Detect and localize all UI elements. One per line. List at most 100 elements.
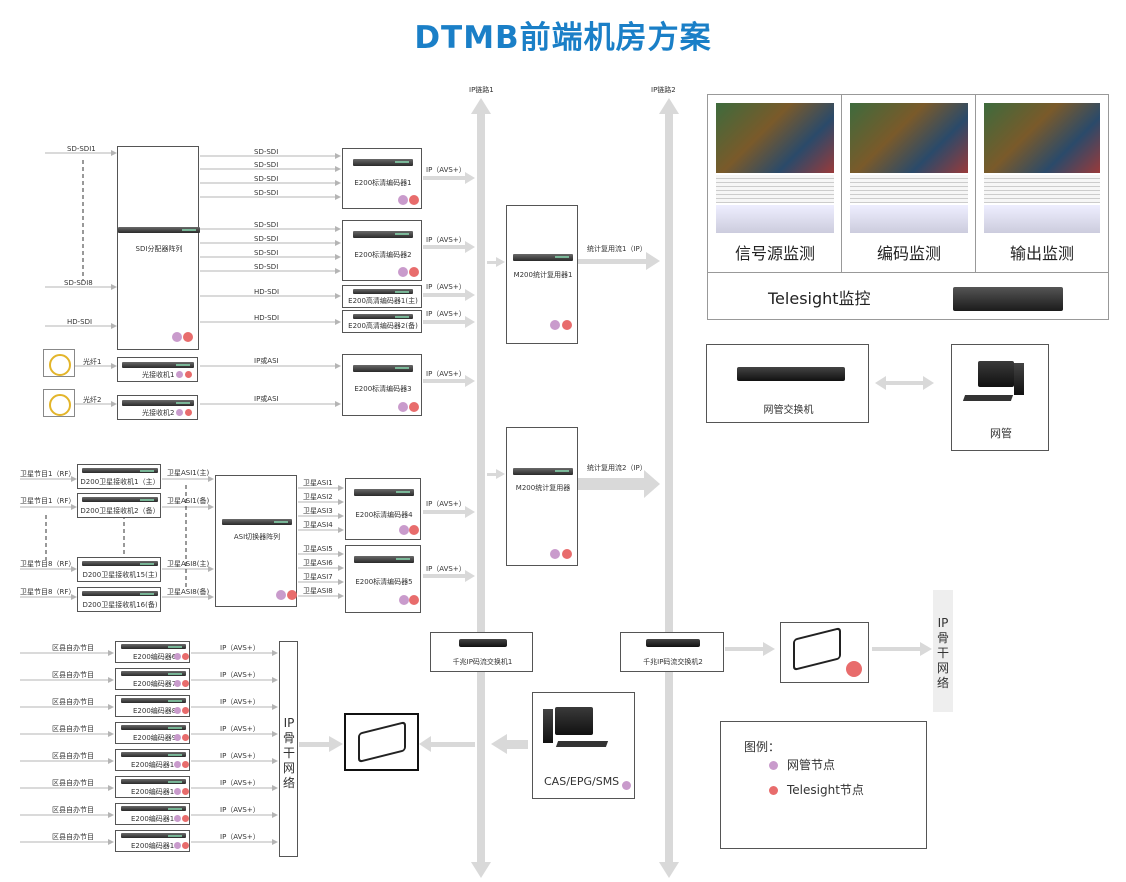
nm-node-dot: [398, 267, 408, 277]
optical-receiver-2-label: 光接收机2: [142, 409, 175, 417]
encoder-sd2[interactable]: E200标清编码器2: [342, 220, 422, 281]
nm-node-dot: [398, 402, 408, 412]
receiver-device-icon: [82, 591, 158, 596]
encoder-device-icon: [121, 698, 186, 703]
county-encoder-12[interactable]: E200编码器12: [115, 803, 190, 825]
computer-tower-icon: [543, 709, 553, 743]
county-encoder-10[interactable]: E200编码器10: [115, 749, 190, 771]
encoder-device-icon: [121, 779, 186, 784]
telesight-node-dot: [182, 842, 189, 849]
input-device[interactable]: [344, 713, 419, 771]
nm-station[interactable]: 网管: [951, 344, 1049, 451]
nm-node-dot: [174, 734, 181, 741]
telesight-node-dot: [182, 707, 189, 714]
county-encoder-13[interactable]: E200编码器13: [115, 830, 190, 852]
sat-asi1-backup-label: 卫星ASI1(备): [167, 497, 210, 505]
telesight-node-dot: [409, 195, 419, 205]
computer-tower-icon: [1014, 363, 1024, 395]
fiber-coil-icon: [49, 394, 71, 416]
cas-epg-sms[interactable]: CAS/EPG/SMS: [532, 692, 635, 799]
sdi-splitter-label: SDI分配器阵列: [135, 245, 183, 253]
legend-title: 图例：: [744, 740, 781, 754]
fiber2-label: 光纤2: [83, 396, 102, 404]
encoder-to-ip-arrows: [299, 172, 934, 754]
encoder-hd-main[interactable]: E200高清编码器1(主): [342, 285, 422, 308]
encode-monitor-panel[interactable]: 编码监测: [842, 95, 976, 273]
encoder-hd-main-label: E200高清编码器1(主): [348, 297, 418, 305]
telesight-node-dot: [182, 653, 189, 660]
ip-backbone-left[interactable]: IP骨干网络: [279, 641, 298, 857]
encoder-device-icon: [121, 644, 186, 649]
county-encoder-11[interactable]: E200编码器11: [115, 776, 190, 798]
ip-link1-label: IP链路1: [469, 86, 494, 94]
nm-node-dot: [398, 195, 408, 205]
ip-avs-label: IP（AVS+）: [220, 752, 260, 760]
nm-label: 网管: [990, 427, 1012, 440]
output-device[interactable]: [780, 622, 869, 683]
sdi-splitter-array[interactable]: SDI分配器阵列: [117, 146, 200, 350]
sat-asi1-main-label: 卫星ASI1(主): [167, 469, 210, 477]
gbe-switch-1-label: 千兆IP码流交换机1: [452, 658, 513, 666]
county-encoder-6[interactable]: E200编码器6: [115, 641, 190, 663]
telesight-node-dot: [183, 332, 193, 342]
county-encoder-label: E200编码器8: [133, 707, 177, 715]
stat-mux-1-label: M200统计复用器1: [513, 271, 573, 279]
nm-node-dot: [174, 842, 181, 849]
nm-node-dot: [174, 653, 181, 660]
bar-chart-thumbnail: [850, 205, 968, 233]
optical-receiver-1[interactable]: 光接收机1: [117, 357, 198, 382]
county-encoder-label: E200编码器11: [131, 788, 179, 796]
spreadsheet-thumbnail: [984, 175, 1100, 203]
telesight-label: Telesight监控: [768, 289, 871, 308]
sat-receiver-2-backup[interactable]: D200卫星接收机2（备）: [77, 493, 161, 518]
computer-monitor-icon: [555, 707, 593, 735]
encoder-sd5[interactable]: E200标清编码器5: [345, 545, 421, 613]
sd-sdi-link-label: SD-SDI: [254, 148, 279, 156]
ip-backbone-right-label: IP骨干网络: [936, 616, 949, 690]
splitter-device-icon: [118, 227, 200, 233]
telesight-node-dot: [409, 267, 419, 277]
telesight-node-dot: [409, 525, 419, 535]
county-label: 区县自办节目: [52, 725, 94, 733]
source-monitor-panel[interactable]: 信号源监测: [708, 95, 842, 273]
sat-receiver-1-main[interactable]: D200卫星接收机1（主）: [77, 464, 161, 489]
encoder-sd4[interactable]: E200标清编码器4: [345, 478, 421, 540]
sd-sdi-link-label: SD-SDI: [254, 235, 279, 243]
optical-receiver-2[interactable]: 光接收机2: [117, 395, 198, 420]
county-encoder-8[interactable]: E200编码器8: [115, 695, 190, 717]
asi-switch-array[interactable]: ASI切换器阵列: [215, 475, 297, 607]
county-label: 区县自办节目: [52, 752, 94, 760]
sat-receiver-16-backup[interactable]: D200卫星接收机16(备): [77, 587, 161, 612]
encoder-sd5-label: E200标清编码器5: [355, 578, 413, 586]
encoder-sd3-label: E200标清编码器3: [354, 385, 412, 393]
stat-mux-1[interactable]: M200统计复用器1: [506, 205, 578, 344]
ip-avs-label: IP（AVS+）: [426, 370, 466, 378]
county-encoder-9[interactable]: E200编码器9: [115, 722, 190, 744]
nm-switch[interactable]: 网管交换机: [706, 344, 869, 423]
telesight-node-dot: [846, 661, 862, 677]
legend-nm-label: 网管节点: [787, 758, 836, 772]
monitoring-panel: 信号源监测 编码监测 输出监测 Telesight监控: [707, 94, 1109, 320]
encoder-hd-backup[interactable]: E200高清编码器2(备): [342, 310, 422, 333]
telesight-node-dot: [562, 549, 572, 559]
sat-receiver-15-main[interactable]: D200卫星接收机15(主): [77, 557, 161, 582]
ip-avs-label: IP（AVS+）: [426, 500, 466, 508]
gbe-switch-1[interactable]: 千兆IP码流交换机1: [430, 632, 533, 672]
encoder-sd4-label: E200标清编码器4: [355, 511, 413, 519]
sat-asi8-backup-label: 卫星ASI8(备): [167, 588, 210, 596]
output-monitor-panel[interactable]: 输出监测: [976, 95, 1108, 273]
encoder-sd1[interactable]: E200标清编码器1: [342, 148, 422, 209]
gbe-switch-2[interactable]: 千兆IP码流交换机2: [620, 632, 724, 672]
encoder-sd2-label: E200标清编码器2: [354, 251, 412, 259]
ip-avs-label: IP（AVS+）: [220, 779, 260, 787]
county-encoder-7[interactable]: E200编码器7: [115, 668, 190, 690]
sat-asi-label: 卫星ASI8: [303, 587, 333, 595]
stat-mux-2[interactable]: M200统计复用器: [506, 427, 578, 566]
sat-asi-label: 卫星ASI7: [303, 573, 333, 581]
telesight-node-dot: [182, 815, 189, 822]
nm-node-dot: [174, 788, 181, 795]
telesight-node-dot: [409, 595, 419, 605]
county-label: 区县自办节目: [52, 644, 94, 652]
encoder-device-icon: [121, 671, 186, 676]
encoder-sd3[interactable]: E200标清编码器3: [342, 354, 422, 416]
